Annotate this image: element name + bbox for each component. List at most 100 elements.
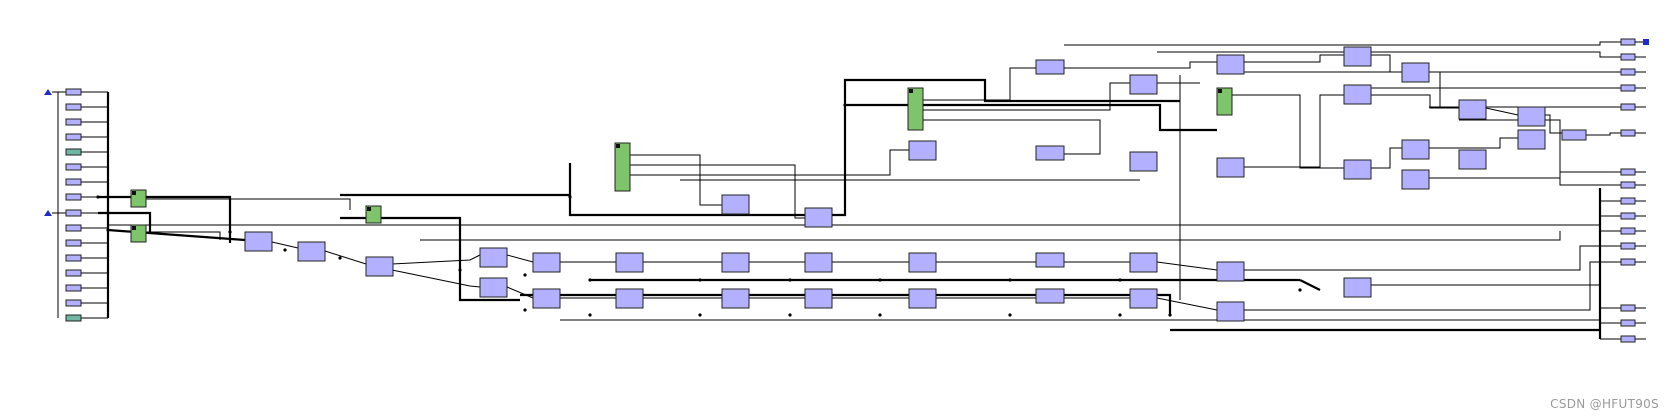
lut-cell[interactable] (1129, 288, 1158, 309)
lut-cell[interactable] (1458, 99, 1487, 120)
lut-cell[interactable] (1401, 62, 1430, 83)
watermark: CSDN @HFUT90S (1550, 397, 1659, 411)
ports (44, 39, 1649, 216)
lut-cell[interactable] (804, 288, 833, 309)
lut-cell[interactable] (804, 207, 833, 228)
io-buffer[interactable] (65, 133, 82, 141)
output-buffer[interactable] (1620, 242, 1636, 250)
io-buffer[interactable] (65, 314, 82, 322)
lut-cell[interactable] (532, 288, 561, 309)
lut-cell[interactable] (1458, 149, 1487, 170)
net-wire (630, 164, 805, 219)
lut-cell[interactable] (615, 252, 644, 273)
lut-cell[interactable] (244, 231, 273, 252)
memory-cell[interactable] (614, 142, 631, 192)
lut-cell[interactable] (804, 252, 833, 273)
io-buffer[interactable] (65, 178, 82, 186)
lut-cell[interactable] (1343, 46, 1372, 67)
junction-dot (1118, 313, 1122, 317)
io-buffer[interactable] (65, 209, 82, 217)
lut-cell[interactable] (297, 241, 326, 262)
lut-cell[interactable] (721, 194, 750, 215)
memory-cell[interactable] (907, 87, 924, 131)
io-buffer[interactable] (65, 148, 82, 156)
output-buffer[interactable] (1620, 335, 1636, 343)
lut-cell[interactable] (615, 288, 644, 309)
output-buffer[interactable] (1620, 212, 1636, 220)
net-wire (1429, 137, 1518, 149)
lut-cell[interactable] (1129, 74, 1158, 95)
lut-cell[interactable] (479, 277, 508, 298)
output-buffer[interactable] (1620, 103, 1636, 111)
io-buffer[interactable] (65, 224, 82, 232)
io-buffer[interactable] (65, 118, 82, 126)
bus-wire (98, 195, 232, 243)
lut-cell[interactable] (1517, 106, 1546, 127)
io-buffer[interactable] (65, 103, 82, 111)
net-wire (630, 149, 909, 176)
output-buffer[interactable] (1620, 38, 1636, 46)
junction-dot (523, 273, 527, 277)
lut-cell[interactable] (1343, 84, 1372, 105)
output-buffer[interactable] (1620, 84, 1636, 92)
output-buffer[interactable] (1620, 197, 1636, 205)
lut-cell[interactable] (908, 252, 937, 273)
junction-dot (523, 308, 527, 312)
lut-cell[interactable] (1035, 145, 1065, 161)
io-buffer[interactable] (65, 269, 82, 277)
lut-cell[interactable] (1517, 129, 1546, 150)
net-wire (1232, 94, 1344, 169)
net-wire (324, 250, 367, 265)
lut-cell[interactable] (1216, 157, 1245, 178)
io-buffer[interactable] (65, 254, 82, 262)
lut-cell[interactable] (908, 140, 937, 161)
junction-dot (338, 256, 342, 260)
net-wire (1429, 71, 1459, 109)
input-port-icon (44, 210, 52, 216)
lut-cell[interactable] (1343, 159, 1372, 180)
memory-cell-marker (909, 89, 913, 93)
output-buffer[interactable] (1620, 53, 1636, 61)
net-wire (1064, 41, 1621, 46)
output-buffer[interactable] (1620, 258, 1636, 266)
lut-cell[interactable] (1216, 54, 1245, 75)
io-buffer[interactable] (65, 193, 82, 201)
lut-cell[interactable] (721, 288, 750, 309)
io-buffer[interactable] (65, 299, 82, 307)
lut-cell[interactable] (1035, 59, 1065, 75)
lut-cell[interactable] (1401, 169, 1430, 190)
lut-cell[interactable] (1129, 252, 1158, 273)
lut-cell[interactable] (1035, 252, 1065, 268)
lut-cell[interactable] (1561, 129, 1587, 141)
output-buffer[interactable] (1620, 181, 1636, 189)
lut-cell[interactable] (908, 288, 937, 309)
io-buffer[interactable] (65, 88, 82, 96)
lut-cell[interactable] (1216, 261, 1245, 282)
lut-cell[interactable] (365, 256, 394, 277)
output-buffer[interactable] (1620, 319, 1636, 327)
lut-cell[interactable] (479, 247, 508, 268)
output-buffer[interactable] (1620, 129, 1636, 137)
lut-cell[interactable] (721, 252, 750, 273)
lut-cell[interactable] (1216, 301, 1245, 322)
lut-cell[interactable] (1343, 277, 1372, 298)
junction-dot (788, 313, 792, 317)
output-buffer[interactable] (1620, 304, 1636, 312)
memory-cell[interactable] (1216, 87, 1233, 116)
bus-wire (98, 211, 152, 232)
lut-cell[interactable] (532, 252, 561, 273)
net-wire (420, 231, 1561, 241)
lut-cell[interactable] (1035, 288, 1065, 304)
net-wire (923, 82, 1130, 111)
net-wire (1244, 245, 1621, 271)
output-buffer[interactable] (1620, 168, 1636, 176)
lut-cell[interactable] (1401, 139, 1430, 160)
output-buffer[interactable] (1620, 227, 1636, 235)
lut-cell[interactable] (1129, 151, 1158, 172)
io-buffer[interactable] (65, 163, 82, 171)
io-buffer[interactable] (65, 239, 82, 247)
net-wire (1371, 54, 1402, 73)
output-buffer[interactable] (1620, 68, 1636, 76)
io-buffer[interactable] (65, 284, 82, 292)
